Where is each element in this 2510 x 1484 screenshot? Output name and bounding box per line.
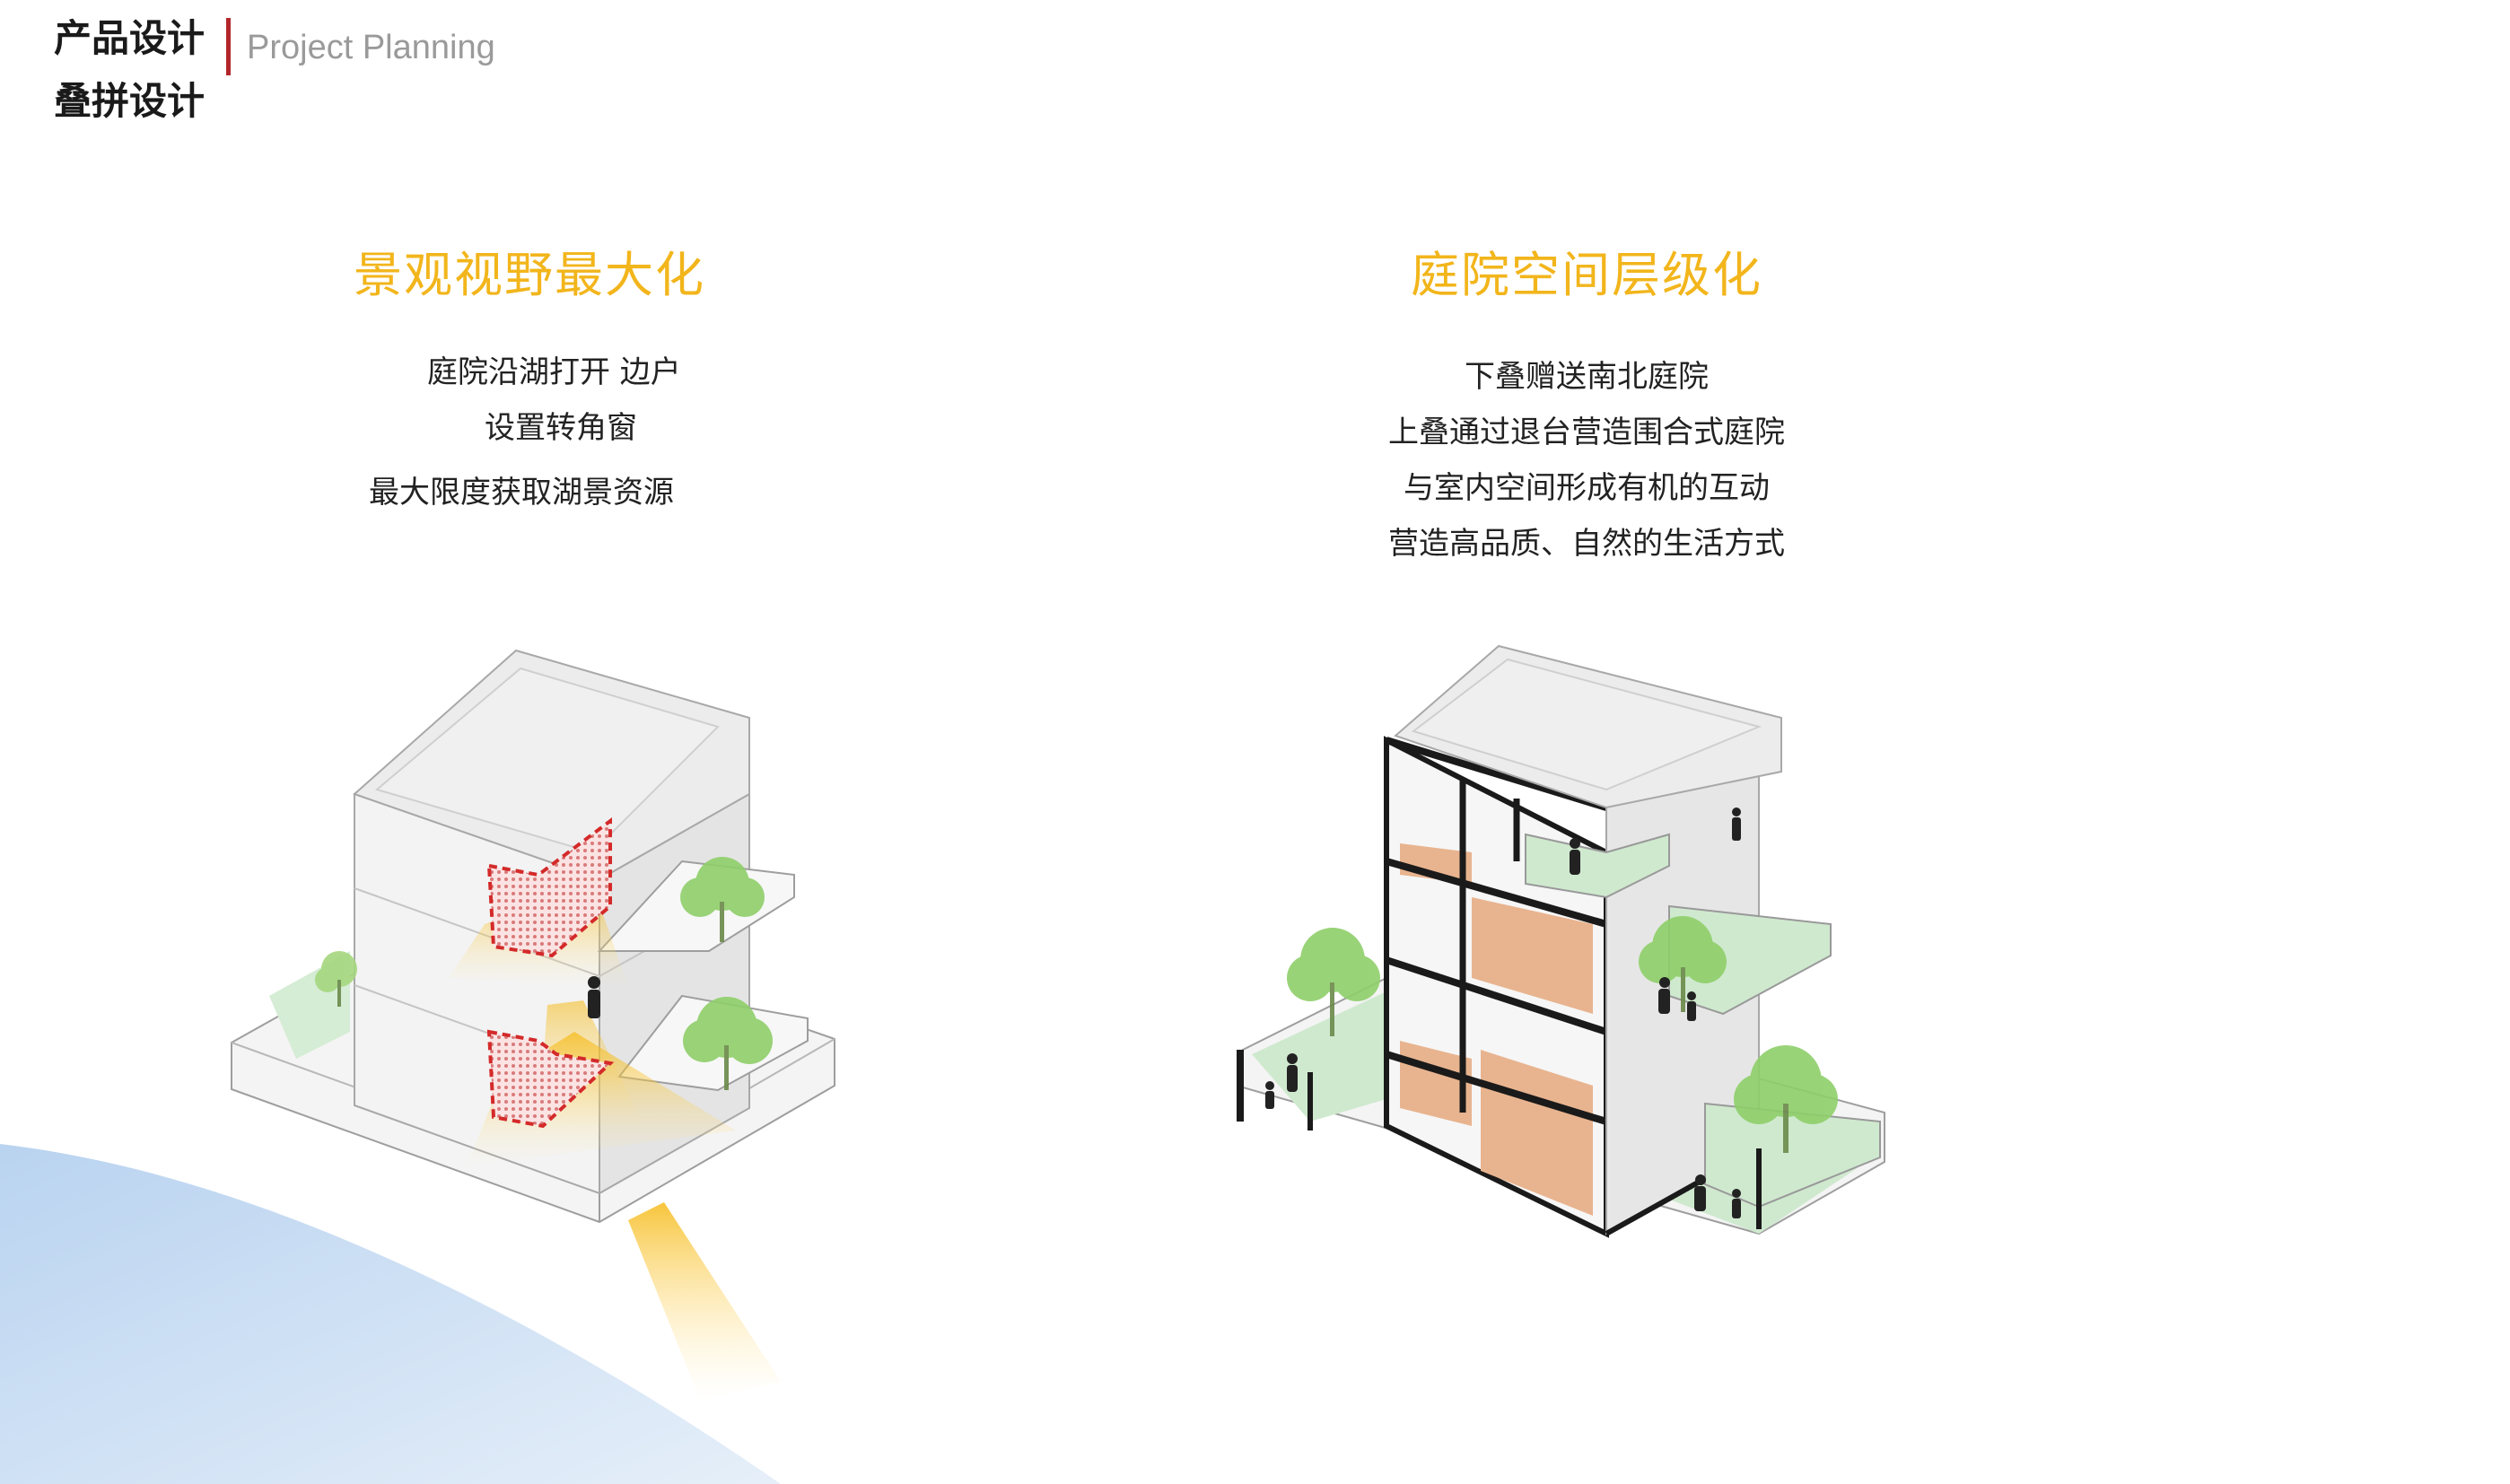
accent-divider (226, 18, 231, 75)
right-panel-line-4: 营造高品质、自然的生活方式 (1388, 526, 1785, 562)
page-subtitle-en: Project Planning (247, 29, 495, 66)
page-subtitle-cn: 叠拼设计 (54, 79, 206, 123)
left-building-diagram (231, 649, 835, 1400)
left-panel-title: 景观视野最大化 (354, 247, 705, 303)
left-panel-line-2: 设置转角窗 (485, 410, 637, 446)
person-icon (588, 976, 600, 1018)
tree-icon (680, 857, 765, 942)
right-panel-line-2: 上叠通过退台营造围合式庭院 (1388, 415, 1785, 450)
tree-icon (1734, 1045, 1838, 1153)
tree-icon (1639, 916, 1727, 1012)
tree-icon (683, 997, 773, 1090)
corner-window-lower (486, 1029, 615, 1129)
right-building-diagram (1237, 644, 1885, 1238)
lake-shape (0, 1144, 781, 1484)
right-panel-line-1: 下叠赠送南北庭院 (1465, 359, 1709, 395)
person-icon (1570, 838, 1580, 875)
person-icon (1658, 977, 1696, 1021)
person-icon (1732, 807, 1741, 841)
left-panel-line-1: 庭院沿湖打开 边户 (427, 354, 681, 390)
right-panel-title: 庭院空间层级化 (1411, 247, 1762, 303)
corner-window-upper (486, 817, 612, 958)
tree-icon (1287, 928, 1380, 1036)
left-panel-line-3: 最大限度获取湖景资源 (369, 475, 674, 511)
person-icon (1265, 1053, 1298, 1109)
person-icon (1694, 1174, 1741, 1218)
tree-icon (315, 951, 357, 1007)
right-panel-line-3: 与室内空间形成有机的互动 (1404, 470, 1770, 506)
page-title: 产品设计 (54, 16, 206, 60)
